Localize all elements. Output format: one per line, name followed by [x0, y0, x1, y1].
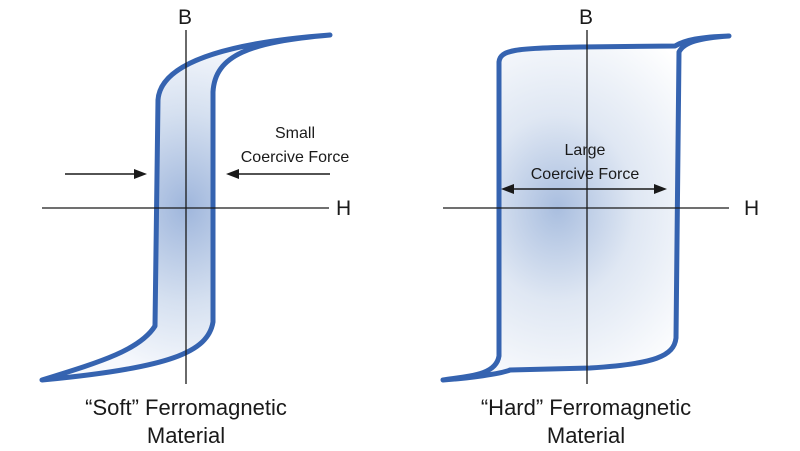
soft-caption-line1: “Soft” Ferromagnetic	[85, 395, 287, 420]
hard-annotation-line1: Large	[565, 142, 606, 159]
hard-annotation-line2: Coercive Force	[531, 166, 640, 183]
hard-panel: B H Large Coercive Force “Hard” Ferromag…	[440, 6, 759, 448]
soft-panel: B H Small Coercive Force “Soft” Ferromag…	[39, 6, 351, 448]
soft-b-axis-label: B	[178, 6, 192, 29]
soft-left-arrow	[65, 169, 147, 179]
hard-caption-line2: Material	[547, 423, 625, 448]
soft-annotation-line1: Small	[275, 125, 315, 142]
hard-caption-line1: “Hard” Ferromagnetic	[481, 395, 691, 420]
hard-double-arrow	[501, 184, 667, 194]
hard-b-axis-label: B	[579, 6, 593, 29]
soft-h-axis-label: H	[336, 197, 351, 220]
soft-annotation-line2: Coercive Force	[241, 149, 350, 166]
soft-caption-line2: Material	[147, 423, 225, 448]
soft-right-arrow	[226, 169, 330, 179]
hard-h-axis-label: H	[744, 197, 759, 220]
